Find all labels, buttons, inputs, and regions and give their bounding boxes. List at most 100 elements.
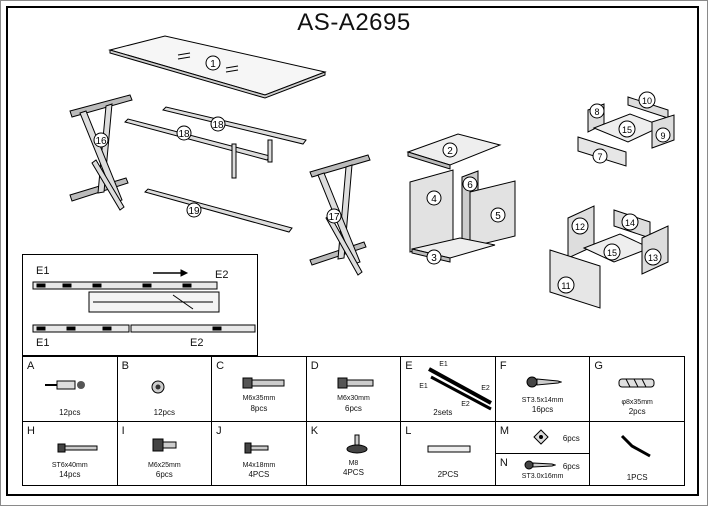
- slide-tag-e2a: E2: [481, 385, 490, 392]
- hardware-cell-l: L 2PCS: [400, 421, 496, 486]
- slide-rail-detail: E1 E2 E1 E2: [22, 254, 258, 356]
- hardware-qty-d: 6pcs: [345, 404, 362, 413]
- allen-key-icon: [621, 434, 652, 458]
- hardware-letter-m: M: [499, 425, 509, 437]
- screw-icon-n: [524, 460, 556, 470]
- sheet-border: [6, 6, 699, 496]
- hardware-letter-j: J: [216, 425, 222, 437]
- front-beam: [144, 188, 293, 233]
- cam-lock-icon: [151, 380, 165, 394]
- model-title: AS-A2695: [297, 9, 411, 36]
- hardware-qty-j: 4PCS: [248, 470, 270, 479]
- hardware-letter-i: I: [121, 425, 125, 437]
- desktop-glass-edge: [109, 49, 326, 99]
- left-leg-frame: [69, 94, 133, 211]
- hardware-cell-g: G φ8x35mm 2pcs: [589, 356, 685, 422]
- hardware-qty-k: 4PCS: [343, 468, 364, 477]
- part-number-15b: 15: [607, 248, 617, 258]
- part-number-19: 19: [188, 206, 200, 217]
- hardware-qty-m: 6pcs: [562, 434, 580, 443]
- part-number-18a: 18: [178, 129, 190, 140]
- hardware-cell-n: N 6pcs ST3.0x16mm: [496, 454, 590, 485]
- part-number-7: 7: [597, 152, 602, 162]
- hardware-cell-mn: M 6pcs N 6pcs ST3.0x16mm: [494, 421, 591, 486]
- part-number-1: 1: [210, 59, 216, 70]
- hardware-letter-b: B: [121, 360, 129, 372]
- part-number-6: 6: [467, 180, 473, 191]
- hardware-letter-g: G: [594, 360, 603, 372]
- part-number-2: 2: [447, 146, 453, 157]
- hardware-spec-n: ST3.0x16mm: [521, 473, 564, 480]
- part-number-11: 11: [561, 281, 570, 291]
- hardware-qty-g: 2pcs: [628, 407, 646, 416]
- slide-tag-e2b: E2: [461, 401, 470, 408]
- hardware-letter-c: C: [216, 360, 225, 372]
- slide-tag-e1b: E1: [419, 383, 428, 390]
- part-number-8: 8: [594, 107, 599, 117]
- hardware-table: A 12pcs B 12pcs C M6x35mm 8pcs D: [22, 356, 685, 486]
- part-number-15a: 15: [622, 125, 632, 135]
- hardware-spec-c: M6x35mm: [242, 395, 276, 402]
- hardware-letter-a: A: [27, 360, 35, 372]
- hardware-cell-i: I M6x25mm 6pcs: [116, 421, 213, 486]
- leveling-foot-icon: [346, 434, 368, 454]
- hardware-cell-c: C M6x35mm 8pcs: [211, 356, 307, 422]
- hardware-cell-j: J M4x18mm 4PCS: [211, 421, 307, 486]
- hardware-cell-d: D M6x30mm 6pcs: [305, 356, 402, 422]
- part-callout-18a: [176, 125, 192, 141]
- hardware-spec-i: M6x25mm: [148, 462, 181, 469]
- hardware-cell-key: 1PCS: [589, 421, 685, 486]
- hardware-spec-j: M4x18mm: [242, 462, 276, 469]
- hardware-spec-f: ST3.5x14mm: [521, 397, 564, 404]
- part-number-9: 9: [660, 131, 665, 141]
- hardware-letter-e: E: [405, 360, 413, 372]
- part-callout-19: [186, 202, 202, 218]
- part-number-13: 13: [648, 253, 658, 263]
- part-number-14: 14: [625, 218, 635, 228]
- hardware-cell-f: F ST3.5x14mm 16pcs: [494, 356, 591, 422]
- part-callout-18b: [210, 116, 226, 132]
- part-number-3: 3: [431, 253, 437, 264]
- wood-dowel-icon: [618, 378, 655, 388]
- hardware-letter-h: H: [27, 425, 35, 437]
- hardware-cell-e: E E1 E1 E2 E2 2sets: [400, 356, 496, 422]
- hardware-qty-key: 1PCS: [626, 473, 648, 482]
- support-beams: [124, 106, 307, 179]
- hardware-qty-l: 2PCS: [437, 470, 459, 479]
- hardware-spec-h: ST6x40mm: [51, 462, 88, 469]
- part-callout-16: [93, 132, 109, 148]
- hardware-cell-a: A 12pcs: [22, 356, 118, 422]
- hardware-letter-k: K: [310, 425, 319, 437]
- hardware-cell-h: H ST6x40mm 14pcs: [22, 421, 118, 486]
- rail-label-e1-top: E1: [36, 265, 50, 277]
- bolt-icon-c: [242, 377, 285, 389]
- hardware-letter-l: L: [405, 425, 412, 437]
- rail-label-e2-bottom: E2: [190, 337, 204, 349]
- part-number-17: 17: [328, 212, 340, 223]
- hardware-qty-a: 12pcs: [59, 408, 81, 417]
- cam-bolt-icon: [45, 380, 85, 390]
- hardware-qty-e: 2sets: [433, 408, 453, 417]
- hardware-letter-d: D: [310, 360, 319, 372]
- part-number-12: 12: [575, 222, 585, 232]
- hardware-qty-b: 12pcs: [153, 408, 176, 417]
- corner-bracket-icon: [533, 429, 549, 445]
- hardware-spec-g: φ8x35mm: [621, 399, 653, 406]
- slide-tag-e1a: E1: [439, 361, 448, 368]
- part-number-10: 10: [642, 96, 652, 106]
- rail-label-e1-bottom: E1: [36, 337, 50, 349]
- hardware-spec-k: M8: [348, 460, 359, 467]
- hardware-cell-m: M 6pcs: [495, 422, 590, 454]
- hardware-qty-h: 14pcs: [59, 470, 81, 479]
- cabinet-panels: [406, 133, 516, 263]
- hardware-letter-n: N: [499, 457, 508, 469]
- rail-top-outer: [32, 281, 218, 290]
- rail-bottom-right: [130, 324, 256, 333]
- hardware-qty-n: 6pcs: [562, 462, 580, 471]
- drawer-slide-icon: [428, 367, 493, 411]
- bolt-icon-d: [337, 377, 374, 389]
- part-number-5: 5: [495, 211, 501, 222]
- part-callout-17: [326, 208, 342, 224]
- hardware-spec-d: M6x30mm: [337, 395, 370, 402]
- hardware-cell-k: K M8 4PCS: [305, 421, 402, 486]
